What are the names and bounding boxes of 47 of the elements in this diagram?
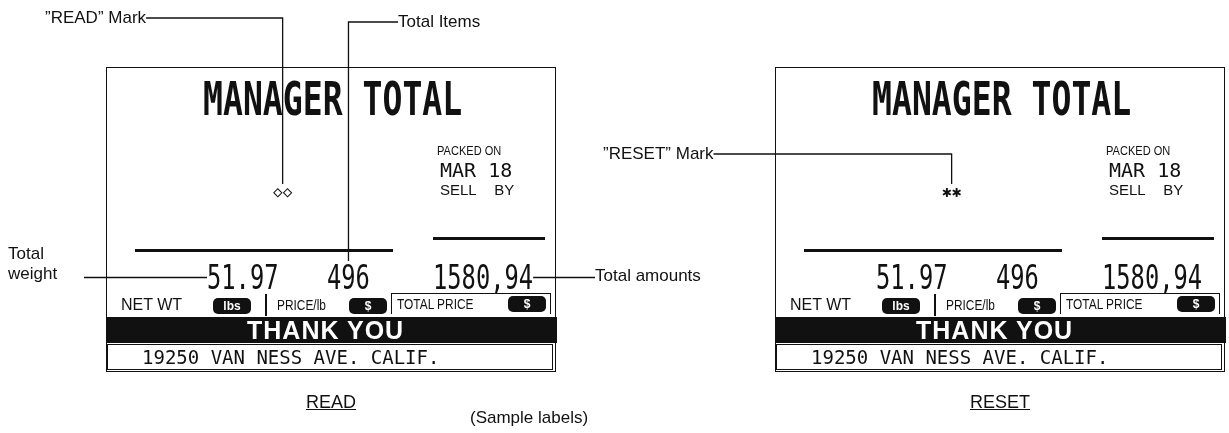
value-text: 51.97 xyxy=(207,261,279,294)
annotation-text: Total Items xyxy=(398,12,481,32)
address-band: 19250 VAN NESS AVE. CALIF. xyxy=(107,344,553,370)
date-caption: SELL BY xyxy=(440,182,515,197)
address-band: 19250 VAN NESS AVE. CALIF. xyxy=(776,344,1222,370)
field-caption: NET WT xyxy=(121,297,183,313)
field-caption: NET WT xyxy=(790,297,852,313)
leader-line xyxy=(83,276,208,279)
mark-symbol: ✱✱ xyxy=(942,184,962,200)
date-caption: PACKED ON xyxy=(1106,144,1171,157)
date-text: MAR 18 xyxy=(1109,160,1182,180)
annotation-text: ”RESET” Mark xyxy=(603,144,714,164)
label-heading: MANAGER TOTAL xyxy=(872,76,1132,122)
caption-text: (Sample labels) xyxy=(470,408,589,428)
caption-text: READ xyxy=(305,392,357,413)
caption-text: RESET xyxy=(969,392,1031,413)
field-caption: PRICE/lb xyxy=(946,298,995,312)
total-price-frame xyxy=(391,293,551,314)
field-caption: TOTAL PRICE xyxy=(397,297,474,311)
unit-badge: $ xyxy=(508,296,546,312)
date-text: MAR 18 xyxy=(440,160,513,180)
value-text: 496 xyxy=(996,261,1039,294)
leader-line xyxy=(532,276,596,279)
annotation-text: ”READ” Mark xyxy=(45,8,147,28)
date-caption: PACKED ON xyxy=(437,144,502,157)
annotation-text: Total amounts xyxy=(595,266,701,286)
unit-badge: $ xyxy=(349,298,387,314)
value-text: 1580,94 xyxy=(1102,261,1203,294)
field-caption: PRICE/lb xyxy=(277,298,326,312)
annotation-text: Total weight xyxy=(8,244,84,284)
leader-line xyxy=(347,21,399,262)
date-caption: SELL BY xyxy=(1109,182,1184,197)
unit-badge: lbs xyxy=(213,298,251,314)
sample-label xyxy=(106,67,556,372)
field-caption: TOTAL PRICE xyxy=(1066,297,1143,311)
unit-badge: $ xyxy=(1018,298,1056,314)
mark-symbol: ◇◇ xyxy=(273,184,293,200)
value-text: 1580,94 xyxy=(433,261,534,294)
sample-label xyxy=(775,67,1225,372)
total-price-frame xyxy=(1060,293,1220,314)
value-text: 51.97 xyxy=(876,261,948,294)
value-text: 496 xyxy=(327,261,370,294)
message-banner: THANK YOU xyxy=(107,317,557,343)
unit-badge: lbs xyxy=(882,298,920,314)
unit-badge: $ xyxy=(1177,296,1215,312)
message-banner: THANK YOU xyxy=(776,317,1226,343)
leader-line xyxy=(712,153,953,185)
